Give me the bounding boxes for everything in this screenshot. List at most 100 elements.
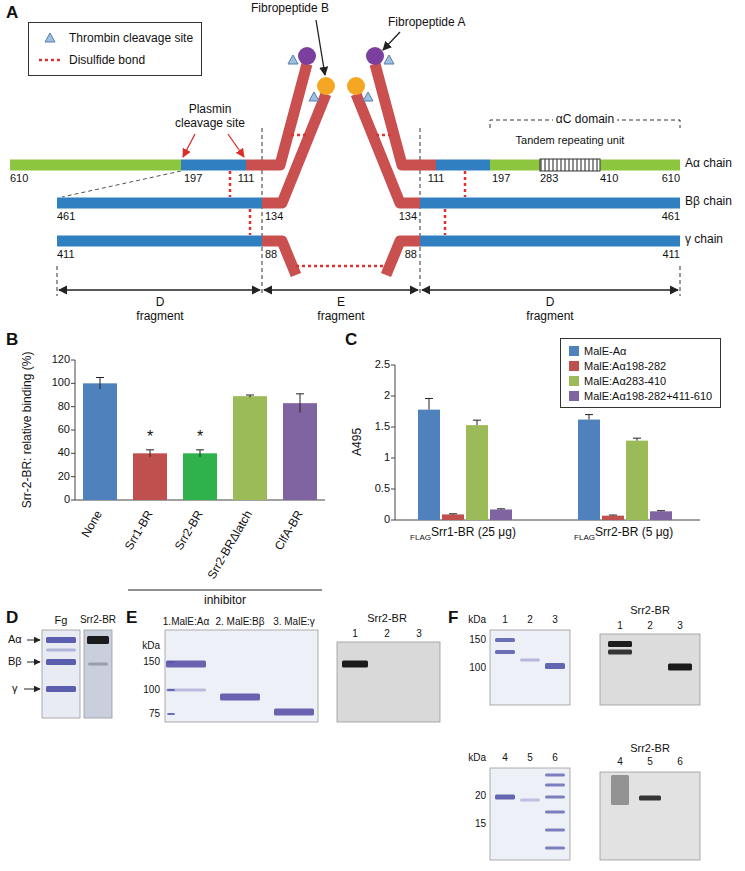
number-label: 197 (184, 172, 202, 185)
thrombin-site (384, 55, 394, 64)
number-label: 411 (662, 248, 680, 261)
number-label: 88 (405, 248, 417, 261)
lane-number: 2 (647, 620, 653, 632)
tick-label: 20 (58, 470, 70, 483)
disulfide-sample (39, 59, 61, 62)
band-pointer (27, 640, 40, 641)
tick-label: 120 (52, 353, 70, 366)
callout: Fibropeptide A (388, 16, 465, 30)
gel-band (46, 637, 76, 643)
tick-label: 1.5 (375, 420, 390, 433)
tick (391, 520, 395, 521)
chain-name: Aα chain (685, 157, 732, 171)
panel-letter: D (6, 608, 18, 628)
tick (71, 360, 75, 361)
band-pointer (24, 689, 40, 690)
lane-label: Fg (55, 614, 68, 627)
bar (233, 396, 267, 500)
gel-band (608, 650, 632, 655)
legend-text: MalE-Aα (584, 345, 626, 357)
y-axis (395, 365, 396, 520)
gel-band (342, 661, 368, 668)
tandem-repeat-box (540, 159, 600, 171)
blot-title: Srr2-BR (630, 604, 670, 617)
panel-letter: E (126, 608, 137, 628)
gel-band (545, 663, 565, 669)
blot (337, 642, 440, 722)
legend-item: MalE-Aα (569, 343, 712, 358)
bar (490, 509, 512, 520)
error-bar (429, 398, 430, 409)
number-label: 461 (662, 210, 680, 223)
legend-item: Thrombin cleavage site (37, 27, 193, 49)
error-cap (609, 515, 617, 516)
fragment-span (59, 289, 260, 290)
unit-label: kDa (468, 614, 486, 626)
tick-label: 0 (384, 513, 390, 526)
number-label: 88 (265, 248, 277, 261)
error-bar (300, 394, 301, 413)
thrombin-site (309, 92, 319, 101)
legend-text: MalE:Aα198-282 (584, 360, 666, 372)
error-cap (449, 513, 457, 514)
lane-label: Srr2-BR (80, 614, 116, 626)
disulfide-bond (444, 209, 447, 235)
lane-number: 3 (416, 628, 422, 640)
fragment-span (422, 289, 678, 290)
bar (578, 420, 600, 520)
number-label: 134 (265, 210, 283, 223)
tick-label: 2.5 (375, 358, 390, 371)
band-label: Bβ (8, 655, 22, 668)
lane-number: 2 (384, 628, 390, 640)
gel-band (545, 811, 565, 814)
number-label: 461 (57, 210, 75, 223)
bar (133, 453, 167, 500)
number-label: 111 (238, 172, 255, 185)
number-label: 610 (662, 172, 680, 185)
subscript-tag: FLAG (410, 533, 431, 542)
error-cap (473, 420, 481, 421)
number-label: 410 (600, 172, 618, 185)
gel (490, 768, 570, 860)
bar (283, 403, 317, 500)
bar (183, 453, 217, 500)
number-label: 283 (540, 172, 558, 185)
significance-mark: * (197, 428, 203, 446)
fold-line (62, 171, 181, 197)
gel-band (611, 775, 629, 805)
disulfide-bond (296, 265, 386, 268)
error-bar (477, 420, 478, 425)
gel-band (545, 847, 565, 850)
chain-name: Bβ chain (685, 195, 732, 209)
disulfide-bond (229, 171, 232, 197)
panel-letter: A (6, 3, 18, 23)
category-label: ClfA-BR (272, 509, 306, 553)
group-label: inhibitor (204, 594, 246, 608)
fragment-boundary (57, 266, 58, 296)
tick (391, 458, 395, 459)
blot (600, 772, 700, 860)
error-cap (296, 393, 304, 394)
tick (71, 383, 75, 384)
number-label: 411 (57, 248, 75, 261)
fibrinopeptide (366, 47, 384, 65)
cleavage-arrow (228, 134, 244, 157)
legend-box: Thrombin cleavage siteDisulfide bond (28, 22, 202, 76)
error-bar (200, 450, 201, 457)
gel-band (495, 638, 515, 642)
a-alpha-chain (181, 160, 246, 171)
tick-label: 40 (58, 446, 70, 459)
tick (71, 430, 75, 431)
fibrinopeptide (347, 77, 365, 95)
tick-label: 1 (384, 451, 390, 464)
lane-number: 3 (552, 614, 558, 626)
marker-size: 100 (469, 662, 486, 674)
cleavage-arrow (183, 134, 195, 157)
thrombin-site (363, 92, 373, 101)
panel-letter: F (448, 608, 458, 628)
tick (71, 406, 75, 407)
error-cap (585, 414, 593, 415)
band-pointer (27, 662, 40, 663)
bar (442, 514, 464, 520)
